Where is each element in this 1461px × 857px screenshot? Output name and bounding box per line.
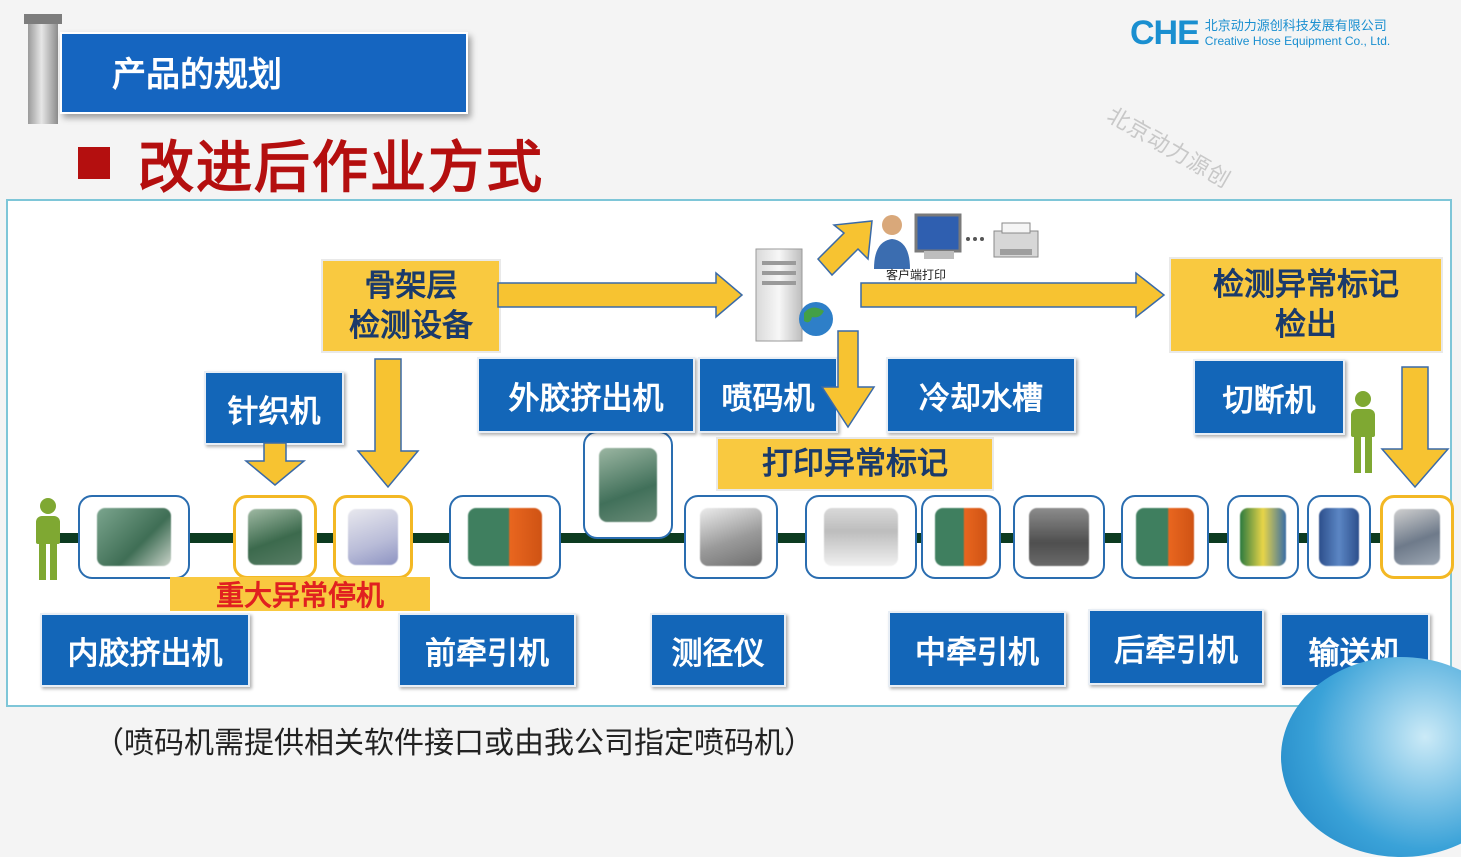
box-inner-extruder: 内胶挤出机 [40, 613, 250, 687]
machine-inkjet-printer [805, 495, 917, 579]
arrow-icon [243, 442, 307, 486]
arrow-icon [356, 358, 420, 489]
machine-knitting [233, 495, 317, 579]
alert-major-stop: 重大异常停机 [170, 577, 430, 612]
bullet-square-icon [78, 147, 110, 179]
machine-outer-extruder [583, 431, 673, 539]
company-logo: CHE 北京动力源创科技发展有限公司 Creative Hose Equipme… [1130, 14, 1390, 53]
client-print-label: 客户端打印 [886, 267, 946, 282]
box-front-puller: 前牵引机 [398, 613, 576, 687]
arrow-icon [816, 220, 873, 277]
server-icon [755, 248, 833, 342]
logo-name-cn: 北京动力源创科技发展有限公司 [1204, 18, 1387, 34]
process-diagram: 骨架层 检测设备 检测异常标记 检出 打印异常标记 重大异常停机 针织机 外胶挤… [6, 199, 1454, 707]
box-skeleton-inspection-line1: 骨架层 [364, 268, 458, 304]
box-anomaly-detect-line2: 检出 [1275, 307, 1337, 343]
logo-mark: CHE [1130, 14, 1200, 52]
arrow-icon [860, 271, 1166, 319]
box-skeleton-inspection: 骨架层 检测设备 [321, 259, 501, 353]
box-anomaly-detect: 检测异常标记 检出 [1169, 257, 1443, 353]
arrow-icon [497, 271, 744, 319]
machine-diameter-gauge [684, 495, 778, 579]
logo-name-en: Creative Hose Equipment Co., Ltd. [1204, 33, 1391, 48]
box-diameter-gauge: 测径仪 [650, 613, 786, 687]
printer-icon [993, 222, 1039, 258]
machine-skeleton-inspection [333, 495, 413, 579]
subheading: 改进后作业方式 [78, 128, 544, 201]
machine-conveyor [1307, 495, 1371, 579]
box-rear-puller: 后牵引机 [1088, 609, 1264, 685]
logo-text: 北京动力源创科技发展有限公司 Creative Hose Equipment C… [1205, 19, 1390, 49]
arrow-icon [1380, 366, 1450, 489]
box-cooling-tank: 冷却水槽 [886, 357, 1076, 433]
machine-rear-puller [1121, 495, 1209, 579]
box-outer-extruder: 外胶挤出机 [477, 357, 695, 433]
box-knitting-machine: 针织机 [204, 371, 344, 445]
machine-middle-puller [921, 495, 1001, 579]
box-print-anomaly-mark: 打印异常标记 [716, 437, 994, 491]
person-icon [36, 498, 60, 582]
machine-cutter [1227, 495, 1299, 579]
machine-output [1380, 495, 1454, 579]
box-cutter: 切断机 [1193, 359, 1345, 435]
box-anomaly-detect-line1: 检测异常标记 [1213, 267, 1399, 303]
machine-inner-extruder [78, 495, 190, 579]
title-pillar-cap [24, 14, 62, 24]
box-middle-puller: 中牵引机 [888, 611, 1066, 687]
diagram-arrows: 客户端打印 [243, 213, 1450, 489]
footnote: （喷码机需提供相关软件接口或由我公司指定喷码机） [94, 726, 814, 761]
arrow-icon [820, 330, 876, 429]
computer-user-icon [874, 213, 984, 269]
watermark: 北京动力源创 [1102, 103, 1235, 194]
machine-front-puller [449, 495, 561, 579]
person-icon [1351, 391, 1375, 475]
title-pillar-decoration [28, 14, 58, 124]
box-inkjet-printer: 喷码机 [698, 357, 838, 433]
machine-cooling-tank [1013, 495, 1105, 579]
subheading-text: 改进后作业方式 [138, 135, 544, 201]
page-title: 产品的规划 [60, 32, 468, 114]
box-skeleton-inspection-line2: 检测设备 [349, 308, 473, 344]
